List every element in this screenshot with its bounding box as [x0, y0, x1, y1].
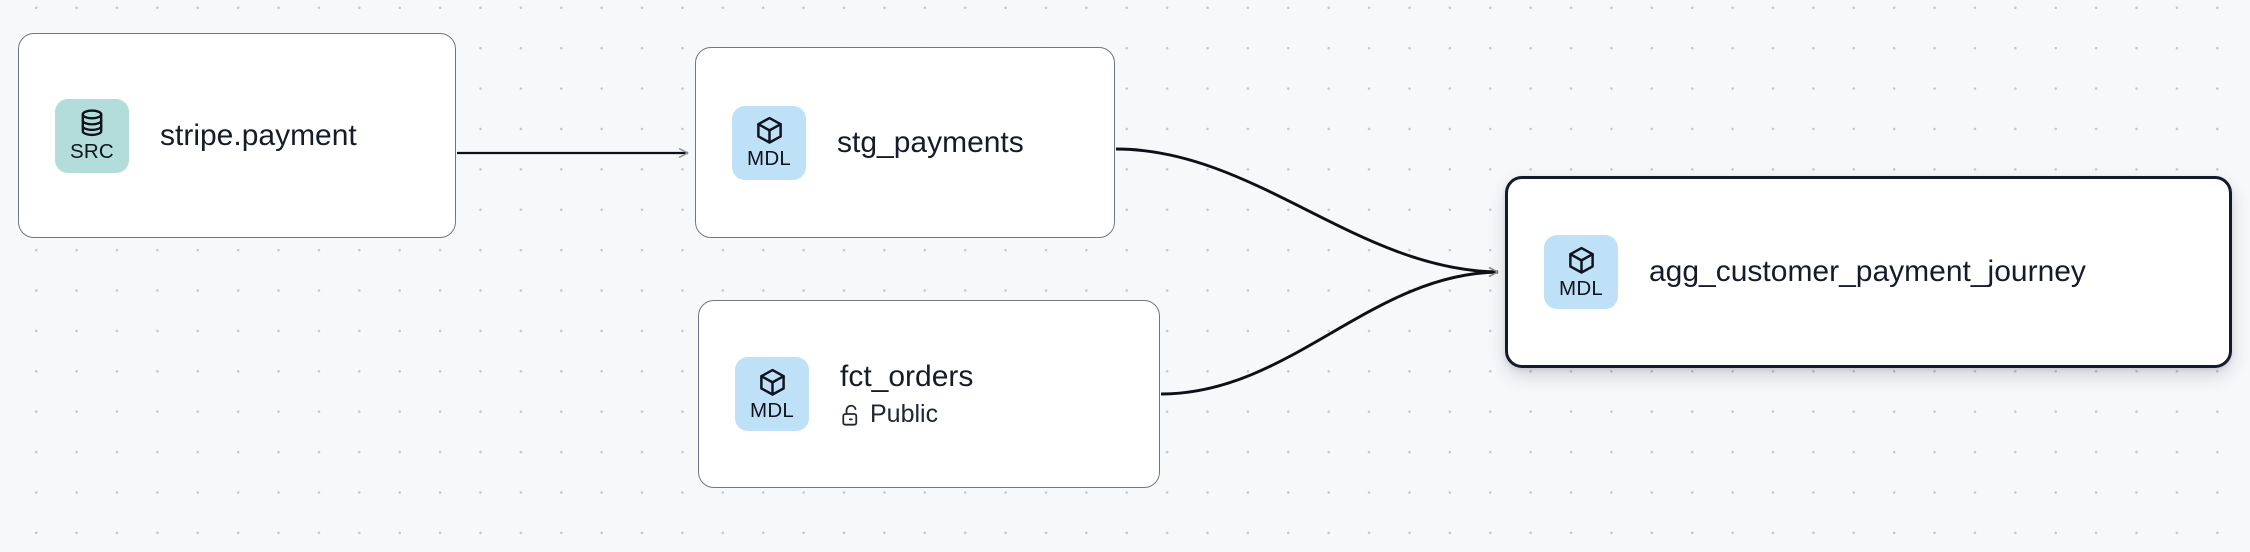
badge-label: MDL	[750, 398, 794, 422]
badge-label: MDL	[747, 147, 791, 171]
node-body: fct_orders Public	[840, 359, 973, 429]
node-agg-customer-payment-journey[interactable]: MDL agg_customer_payment_journey	[1505, 176, 2232, 368]
cube-icon	[757, 367, 788, 398]
badge-label: SRC	[70, 140, 114, 164]
edge-fct-to-agg	[1160, 267, 1499, 396]
cube-icon	[754, 115, 785, 146]
node-title: stripe.payment	[160, 118, 357, 152]
node-stripe-payment[interactable]: SRC stripe.payment	[18, 33, 456, 238]
node-visibility: Public	[840, 401, 973, 429]
cube-icon	[1566, 245, 1597, 276]
edge-stg-to-agg	[1115, 147, 1499, 277]
node-title: stg_payments	[837, 125, 1024, 159]
source-badge: SRC	[55, 98, 129, 173]
node-body: agg_customer_payment_journey	[1649, 254, 2086, 289]
model-badge: MDL	[735, 357, 809, 431]
node-body: stripe.payment	[160, 118, 357, 153]
badge-label: MDL	[1559, 276, 1603, 300]
unlock-icon	[840, 404, 861, 427]
database-icon	[77, 108, 107, 139]
node-title: fct_orders	[840, 360, 974, 394]
node-body: stg_payments	[837, 125, 1024, 160]
node-stg-payments[interactable]: MDL stg_payments	[695, 47, 1115, 238]
node-title: agg_customer_payment_journey	[1649, 255, 2086, 289]
model-badge: MDL	[732, 105, 806, 180]
model-badge: MDL	[1544, 235, 1618, 309]
visibility-label: Public	[870, 400, 939, 429]
node-fct-orders[interactable]: MDL fct_orders Public	[698, 300, 1160, 488]
